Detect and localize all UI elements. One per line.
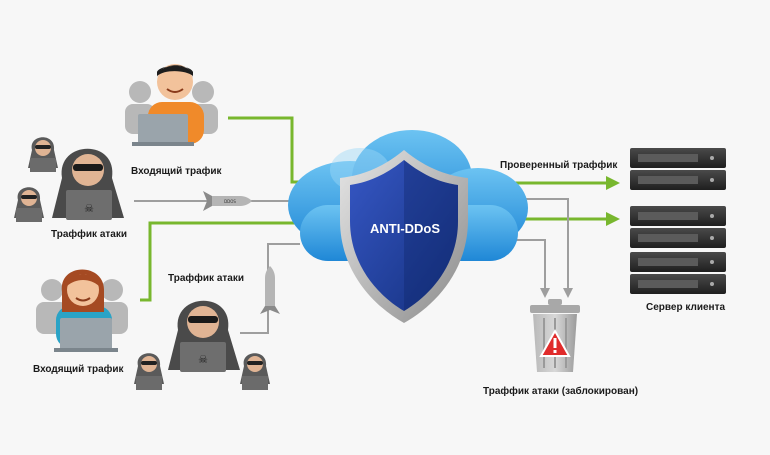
- ddos-rocket-left-icon: DDOS: [203, 191, 252, 211]
- svg-text:☠: ☠: [198, 353, 208, 366]
- label-attack-traffic-left: Траффик атаки: [51, 229, 128, 240]
- server-rack-icon: [630, 148, 726, 294]
- rocket-left-label: DDOS: [224, 199, 236, 204]
- legit-user-top-icon: [125, 64, 218, 146]
- server-unit-2: [630, 206, 726, 248]
- blocked-traffic-arrow-1: [512, 198, 573, 298]
- verified-traffic-arrow-2: [522, 212, 620, 226]
- svg-text:☠: ☠: [84, 202, 94, 215]
- ddos-rocket-bottom-icon: [260, 266, 280, 314]
- server-unit-3: [630, 252, 726, 294]
- label-client-server: Сервер клиента: [646, 302, 726, 313]
- shield-label: ANTI-DDoS: [370, 221, 441, 236]
- label-verified-traffic: Проверенный траффик: [500, 160, 618, 171]
- warning-icon: [539, 328, 571, 357]
- verified-traffic-arrow-1: [510, 176, 620, 190]
- label-attack-traffic-bottom: Траффик атаки: [168, 273, 245, 284]
- hacker-group-left-icon: ☠: [14, 137, 124, 222]
- label-incoming-traffic-bottom: Входящий трафик: [33, 364, 124, 375]
- server-unit-1: [630, 148, 726, 190]
- hacker-group-bottom-icon: ☠: [134, 300, 270, 390]
- label-blocked-attack-traffic: Траффик атаки (заблокирован): [483, 386, 639, 397]
- legit-user-bottom-icon: [36, 269, 128, 352]
- label-incoming-traffic-top: Входящий трафик: [131, 166, 222, 177]
- legit-traffic-line-bottom: [140, 221, 300, 302]
- shield-icon: [340, 150, 468, 323]
- trash-can-icon: [530, 299, 580, 372]
